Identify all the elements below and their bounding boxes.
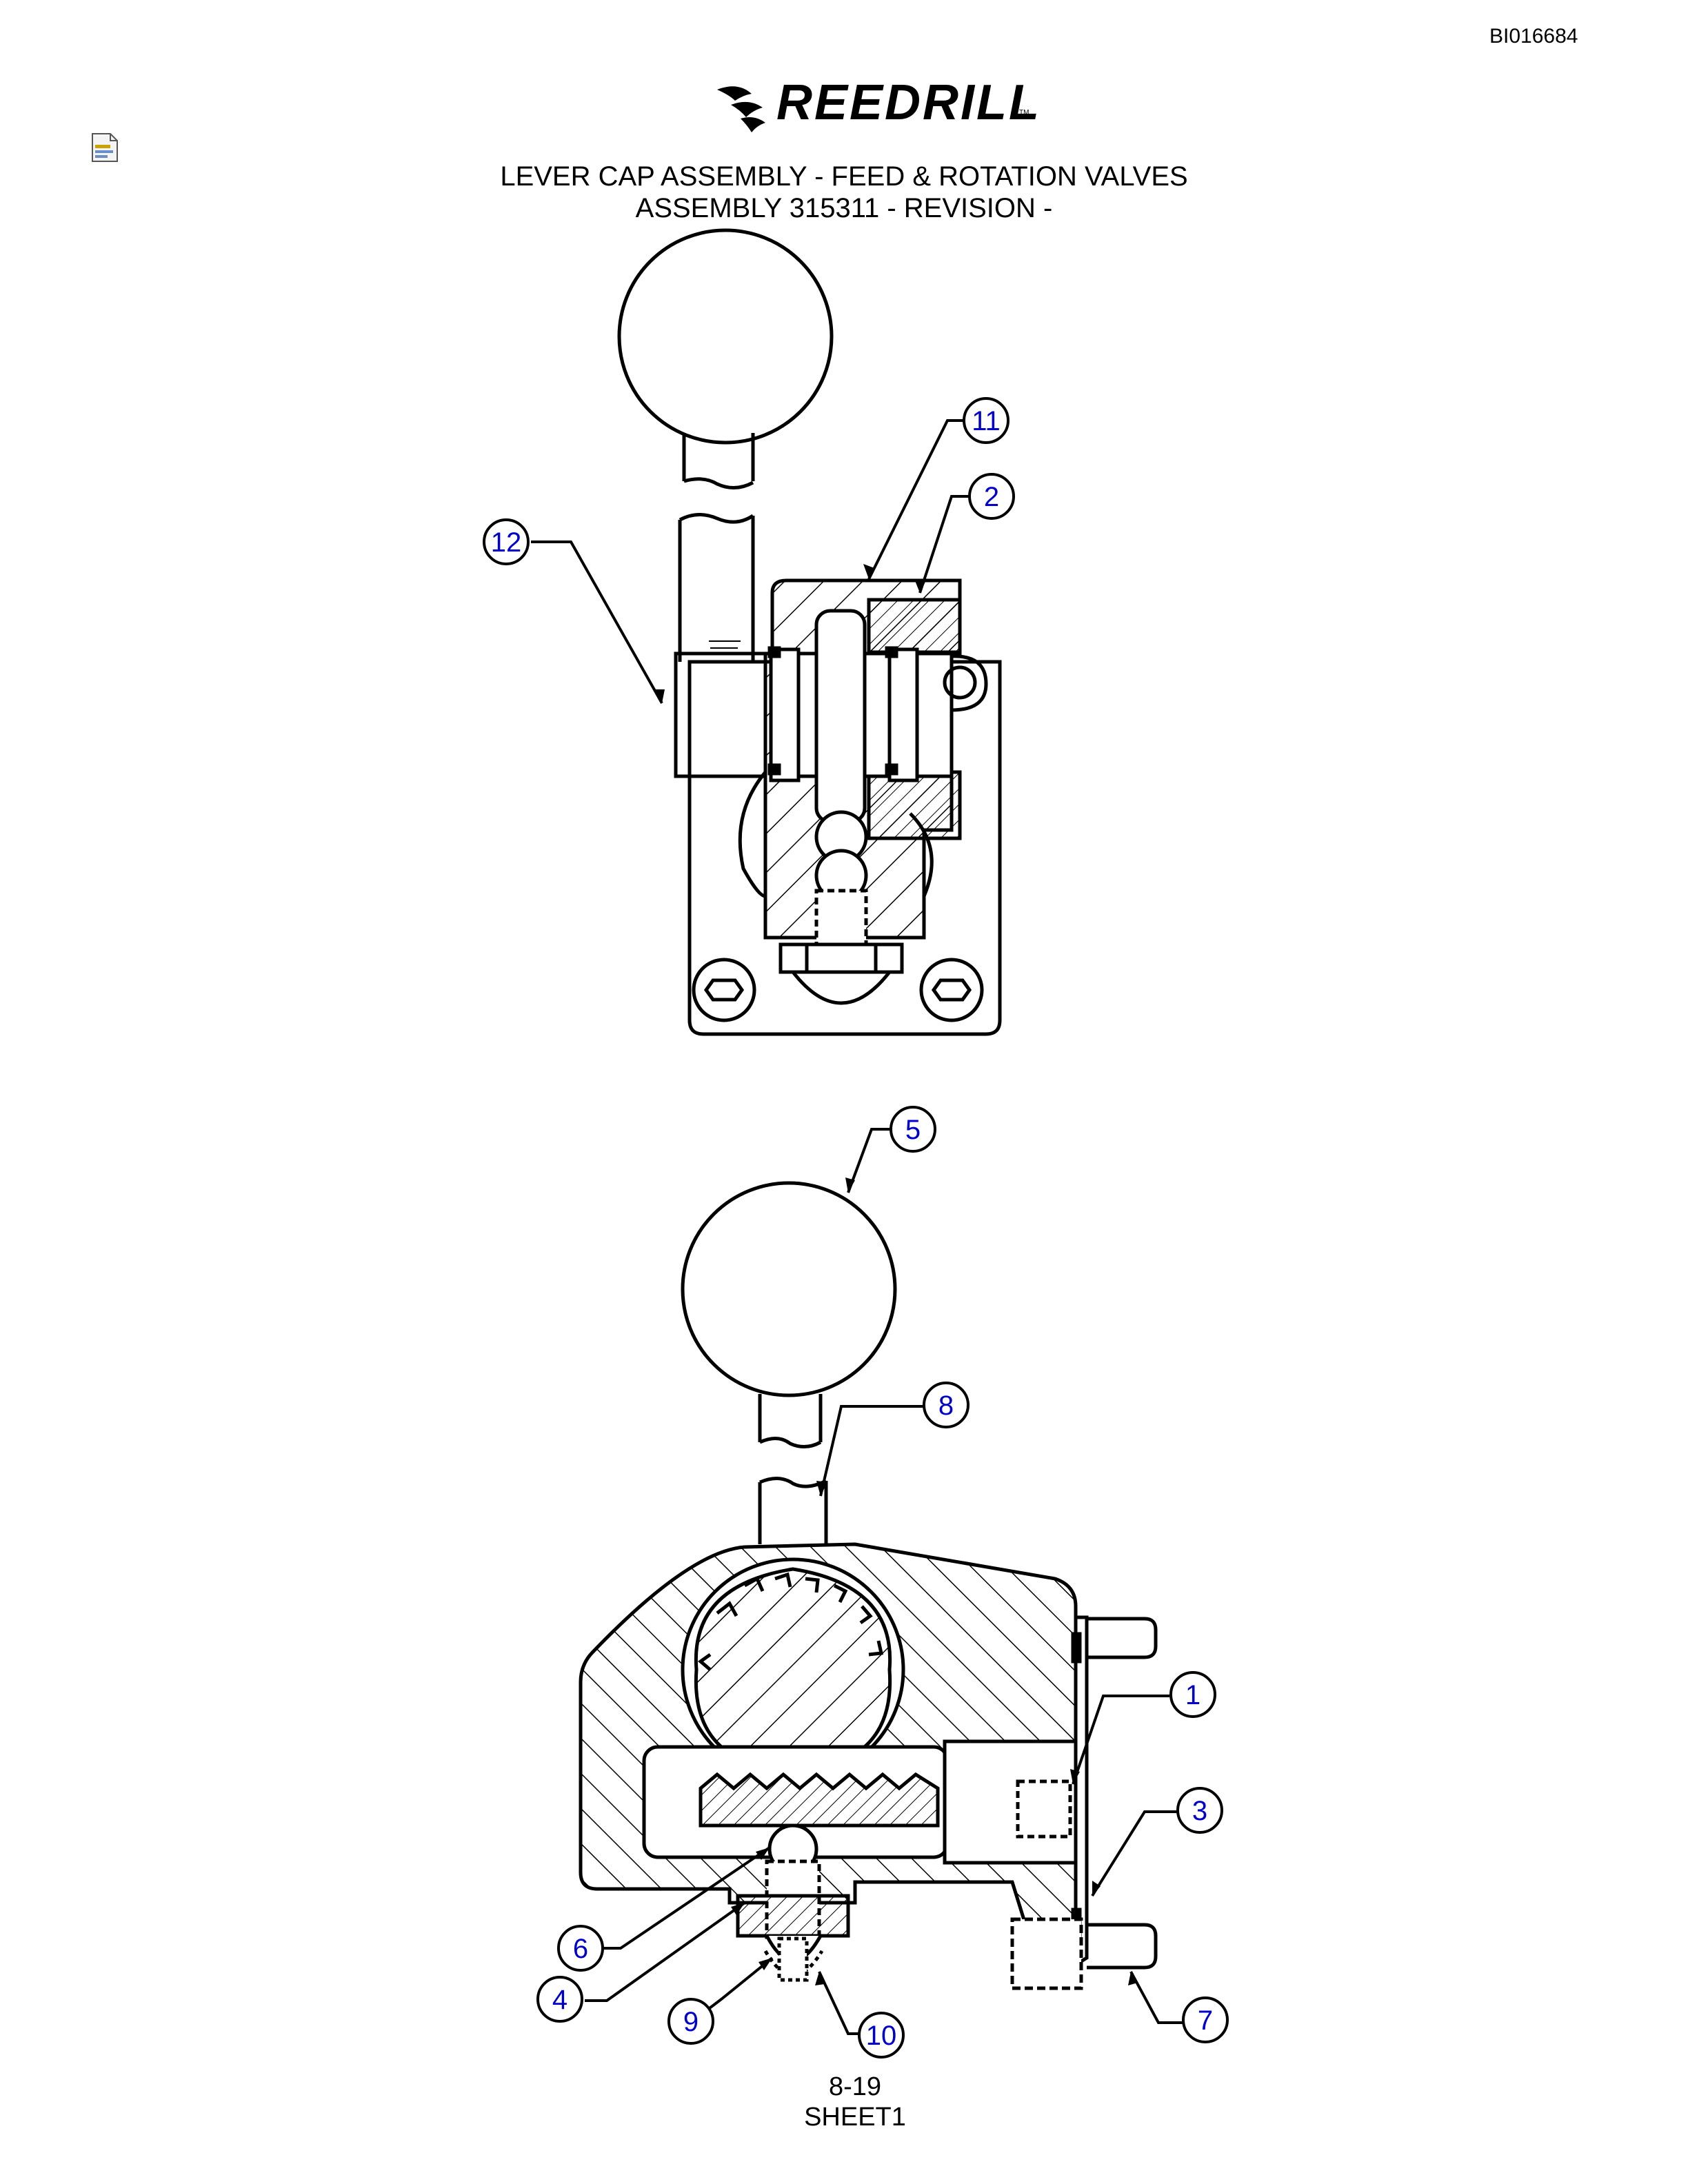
upper-stud: [1087, 1617, 1158, 1659]
svg-text:6: 6: [573, 1934, 588, 1964]
page-number: 8-19: [828, 2072, 882, 2101]
callout-leaders: [531, 419, 1186, 2035]
gear-rack: [699, 1772, 940, 1828]
svg-text:3: 3: [1192, 1796, 1207, 1826]
logo-swirl-icon: [717, 86, 765, 132]
top-view: [617, 228, 1002, 1036]
callout-8: 8: [923, 1382, 969, 1428]
bottom-view: [579, 1181, 1158, 1990]
callout-11: 11: [963, 397, 1009, 444]
callout-2: 2: [968, 473, 1015, 520]
bottom-knob-ball: [681, 1181, 897, 1397]
lower-stud: [1087, 1923, 1158, 1970]
brand-name: REEDRILL: [776, 75, 1041, 130]
top-knob-stem: [682, 433, 755, 481]
callout-9: 9: [667, 1998, 714, 2045]
brand-trademark: TM: [1019, 109, 1029, 117]
assembly-revision: ASSEMBLY 315311 - REVISION -: [635, 193, 1053, 223]
document-id: BI016684: [1489, 25, 1578, 48]
svg-text:7: 7: [1198, 2005, 1213, 2036]
top-lever-shaft: [678, 516, 755, 662]
callout-4: 4: [536, 1976, 583, 2023]
callout-3: 3: [1176, 1787, 1223, 1834]
top-plunger: [814, 609, 867, 824]
reedrill-logo: REEDRILL TM: [710, 74, 1039, 136]
bottom-lever-shaft: [758, 1481, 828, 1544]
callout-12: 12: [483, 518, 530, 565]
document-attachment-icon[interactable]: [91, 132, 119, 163]
svg-text:1: 1: [1185, 1680, 1200, 1710]
callout-arrowheads: [654, 564, 1138, 1985]
callout-5: 5: [890, 1106, 936, 1153]
svg-text:9: 9: [683, 2007, 699, 2037]
svg-text:11: 11: [972, 406, 1001, 436]
sheet-label: SHEET1: [804, 2103, 906, 2132]
callout-10: 10: [858, 2012, 905, 2059]
svg-text:4: 4: [552, 1985, 567, 2015]
top-left-hex-screw: [692, 958, 756, 1022]
svg-text:5: 5: [905, 1115, 921, 1145]
svg-text:8: 8: [938, 1391, 954, 1421]
top-right-hex-screw: [919, 958, 984, 1022]
callout-1: 1: [1169, 1671, 1216, 1718]
svg-text:10: 10: [866, 2021, 897, 2051]
svg-text:12: 12: [491, 527, 522, 558]
drawing-title: LEVER CAP ASSEMBLY - FEED & ROTATION VAL…: [500, 161, 1188, 192]
top-knob-ball: [617, 228, 834, 445]
svg-text:2: 2: [984, 482, 999, 512]
top-base-plate: [687, 660, 1002, 1036]
callout-6: 6: [557, 1925, 604, 1972]
callout-7: 7: [1182, 1996, 1229, 2043]
